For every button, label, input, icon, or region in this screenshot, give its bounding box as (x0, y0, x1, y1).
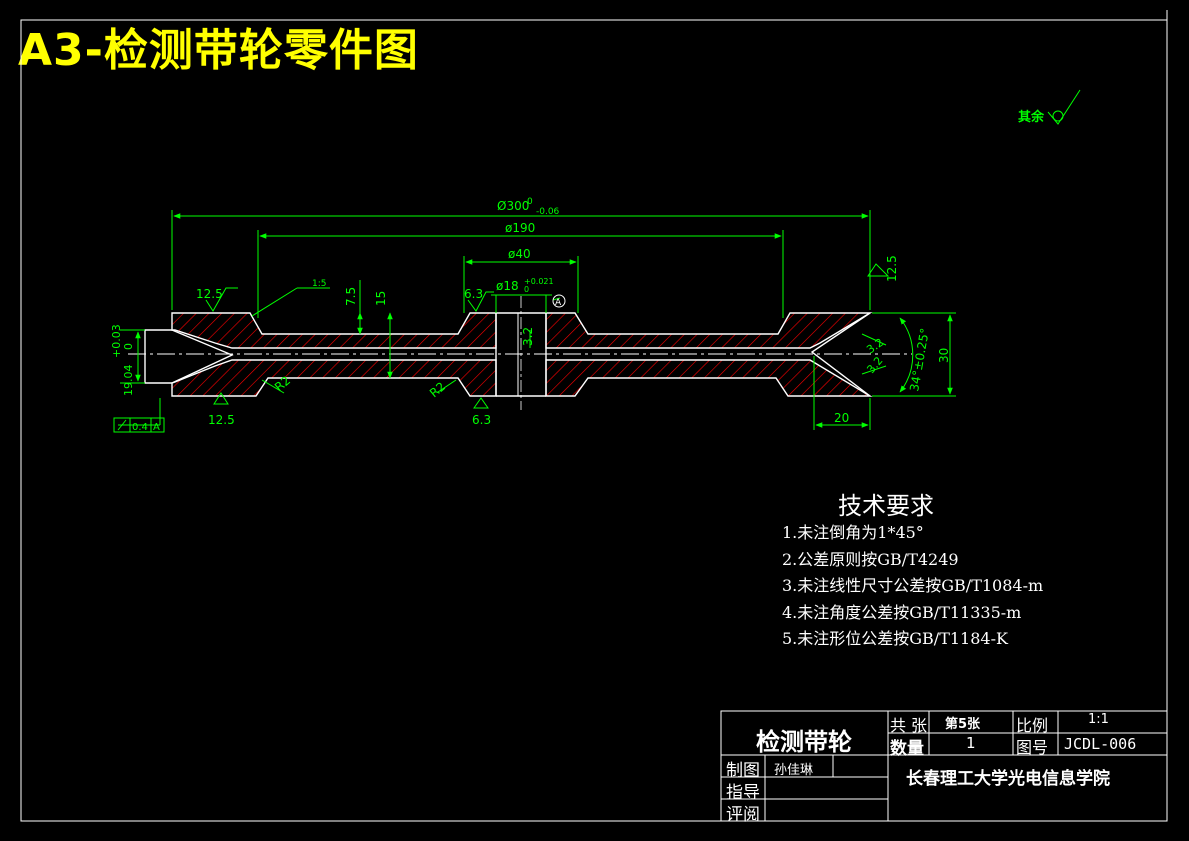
dim-chamfer: 1:5 (312, 279, 326, 289)
hatch-lower-right (545, 359, 873, 397)
tech-item: 4.未注角度公差按GB/T11335-m (782, 602, 1022, 622)
drawn-name: 孙佳琳 (774, 763, 814, 778)
roughness-symbols (205, 89, 1081, 409)
dim-20: 20 (834, 411, 849, 425)
datum-label: A (555, 298, 562, 308)
runout-tol: 0.4 (132, 422, 148, 433)
datum-circle (552, 294, 566, 308)
dim-3-2: 3.2 (521, 327, 535, 346)
pulley-section (128, 296, 912, 410)
dim-d300: Ø300 (497, 199, 529, 213)
tech-item: 3.未注线性尺寸公差按GB/T1084-m (782, 576, 1044, 595)
part-name: 检测带轮 (756, 728, 852, 756)
dim-left-tol-upper: +0.03 (110, 324, 123, 358)
dim-left-tol-lower: 0 (122, 343, 135, 350)
dim-angle: 34°±0.25° (907, 327, 932, 393)
dim-d18-tol-upper: +0.021 (524, 277, 554, 286)
tech-requirements-heading: 技术要求 (838, 492, 934, 520)
rough-12-5-top: 12.5 (196, 287, 223, 301)
sheet-number: 第5张 (945, 717, 981, 732)
drawing-title: A3-检测带轮零件图 (18, 25, 419, 76)
scale-value: 1:1 (1088, 712, 1109, 727)
qty-label: 数量 (890, 739, 924, 759)
dim-r3-2-a: 3.2 (864, 336, 886, 357)
hatch-upper-left (171, 312, 497, 349)
rough-12-5-right: 12.5 (885, 255, 899, 282)
dim-r2-b: R2 (427, 379, 448, 400)
dim-d40: ø40 (508, 247, 531, 261)
dim-7-5: 7.5 (344, 287, 358, 306)
qty-value: 1 (966, 734, 976, 752)
total-unit: 张 (911, 716, 928, 735)
drawn-label: 制图 (726, 761, 760, 781)
dim-d300-tol-lower: -0.06 (536, 207, 560, 217)
title-block-grid (720, 710, 1168, 822)
review-label: 评阅 (726, 805, 760, 825)
hatch-upper-right (545, 312, 873, 349)
sheet-border (20, 19, 1168, 822)
tech-item: 2.公差原则按GB/T4249 (782, 549, 959, 569)
guide-label: 指导 (726, 783, 760, 803)
total-label: 共 (890, 716, 907, 735)
tech-item: 1.未注倒角为1*45° (782, 523, 924, 542)
drawing-no-value: JCDL-006 (1064, 735, 1137, 753)
dimension-lines (118, 210, 956, 430)
runout-datum: A (153, 422, 160, 433)
dim-left: 19.04 (122, 365, 135, 397)
rough-6-3-top: 6.3 (464, 287, 483, 301)
rough-6-3-bottom: 6.3 (472, 413, 491, 427)
dim-d18-tol-lower: 0 (524, 285, 529, 294)
institution: 长春理工大学光电信息学院 (906, 769, 1110, 789)
dim-15: 15 (374, 291, 388, 306)
dim-d190: ø190 (505, 221, 535, 235)
tech-item: 5.未注形位公差按GB/T1184-K (782, 629, 1008, 648)
tech-requirements-list: 1.未注倒角为1*45° 2.公差原则按GB/T4249 3.未注线性尺寸公差按… (782, 520, 1043, 653)
scale-label: 比例 (1016, 716, 1049, 735)
dim-30: 30 (937, 348, 951, 363)
dim-d18: ø18 (496, 279, 519, 293)
rough-12-5-bottom: 12.5 (208, 413, 235, 427)
drawing-no-label: 图号 (1016, 738, 1049, 757)
rest-roughness-label: 其余 (1018, 110, 1045, 125)
runout-frame (113, 417, 165, 433)
dim-d300-tol-upper: 0 (527, 197, 533, 207)
